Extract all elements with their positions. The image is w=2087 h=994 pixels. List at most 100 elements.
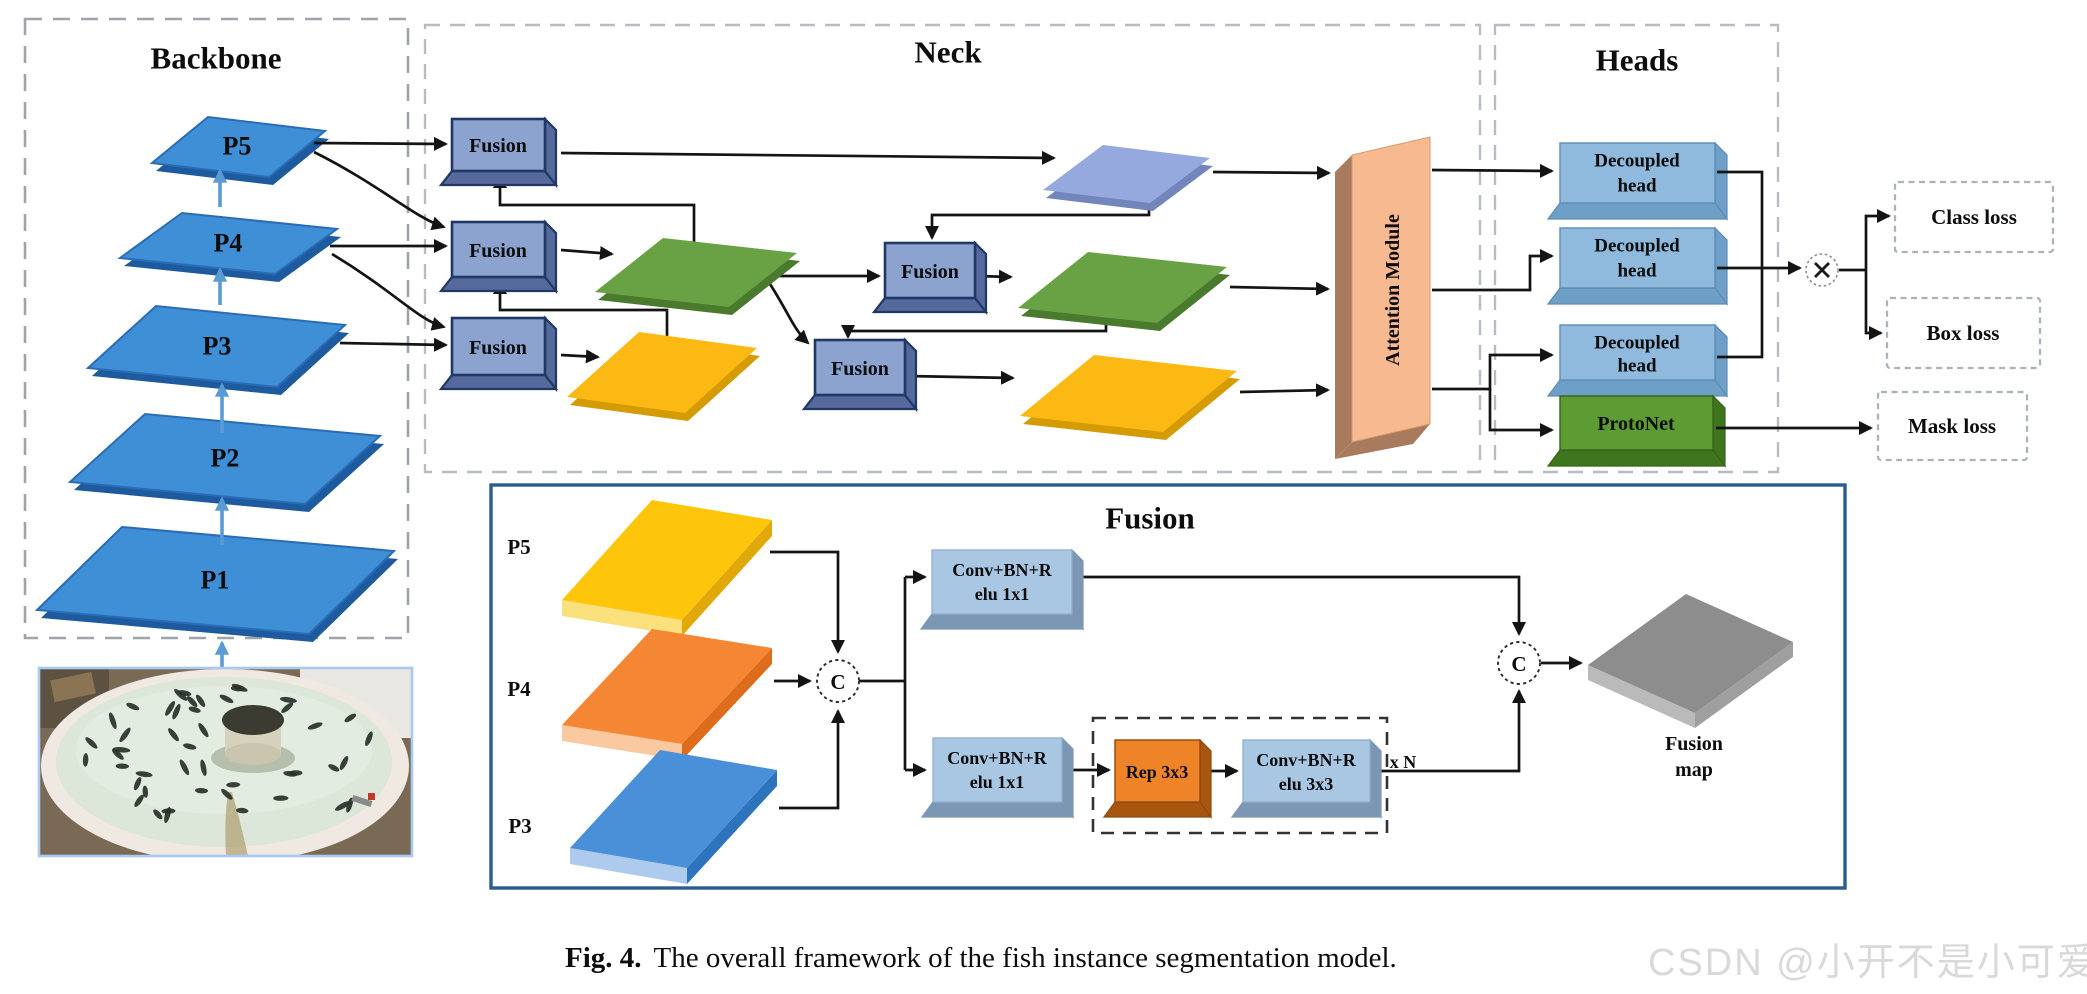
fish (119, 727, 131, 743)
fish (115, 763, 129, 769)
concat-node-1-label: C (830, 670, 845, 694)
heads-section-frame (1493, 23, 1780, 474)
sheet-blue (1043, 145, 1210, 203)
fusion-slab-p4 (562, 629, 772, 760)
fusion-box-1-front (450, 117, 547, 173)
fusion-slab-p3 (570, 750, 777, 884)
conv2-front (932, 737, 1063, 803)
fish (230, 685, 244, 692)
decoupled-head-1-front (1559, 142, 1716, 204)
arrow-fusion1-to-sheet-blue (560, 150, 1056, 165)
fusion-slab-p4-front (562, 725, 682, 760)
arrow-sheet-green2-to-attention (1229, 281, 1330, 296)
decoupled-head-1-label2: head (1617, 176, 1657, 197)
fish (273, 795, 289, 801)
fusion-panel-border (489, 483, 1847, 890)
fish (177, 690, 192, 697)
fish (236, 807, 249, 814)
fish (339, 756, 349, 770)
photo-border (37, 666, 414, 858)
fusion-box-4-right (973, 240, 988, 316)
mask-loss-box (1876, 390, 2029, 462)
figure-caption: Fig. 4.The overall framework of the fish… (565, 942, 1397, 974)
decoupled-head-2-label2: head (1617, 261, 1657, 282)
tank-valve-handle (368, 793, 375, 800)
attention-label: Attention Module (1382, 214, 1404, 366)
neck-fusion-boxes: Fusion Fusion Fusion Fusion Fusion (438, 116, 989, 413)
arrow-sheet-yellow2-to-attention (1239, 383, 1330, 398)
fish (198, 722, 209, 738)
protonet-bottom (1546, 449, 1727, 467)
protonet-front (1559, 395, 1714, 451)
fusion-map-top (1588, 594, 1793, 713)
arrow-fusion2-to-sheet-green (560, 246, 614, 261)
arrow-conv1-to-concat2 (1074, 575, 1527, 636)
conv2-right (1061, 736, 1074, 819)
backbone-label-p1: P1 (201, 566, 230, 595)
arrow-to-box-loss (1864, 270, 1883, 341)
rep-block-frame (1091, 716, 1389, 835)
arrow-sheet-green-to-fusion5-curve (768, 283, 810, 345)
sheet-green2 (1018, 252, 1227, 323)
fish (134, 794, 144, 807)
class-loss-label: Class loss (1931, 205, 2017, 229)
fusion-box-5-front (813, 338, 907, 397)
fish (82, 753, 89, 767)
neck-sheets (567, 145, 1240, 440)
fusion-box-2-front (450, 220, 547, 279)
input-fish-image (37, 666, 414, 858)
fusion-box-3-right (543, 315, 558, 393)
arrow-p3-to-fusion3 (339, 337, 448, 352)
fish (186, 696, 198, 708)
rep-front (1114, 739, 1201, 803)
protonet-box: ProtoNet (1546, 394, 1727, 468)
rep3x3-box: Rep 3x3 (1102, 738, 1213, 819)
caption-number: Fig. 4. (565, 942, 642, 974)
class-loss-box (1893, 180, 2055, 254)
fish (281, 702, 294, 713)
fusion-box-3-front (450, 316, 547, 377)
fusion-slab-p3-front (570, 848, 687, 884)
fusion-slab-p5 (562, 500, 772, 636)
rep-bottom (1102, 801, 1213, 818)
repeat-count-label: x N (1390, 752, 1417, 772)
fish (133, 776, 142, 791)
decoupled-head-2-label1: Decoupled (1594, 236, 1680, 257)
fish (179, 759, 190, 776)
decoupled-head-1: Decoupled head (1546, 141, 1729, 221)
fusion-box-1-bottom (438, 169, 559, 187)
conv1x1-bottom-box: Conv+BN+R elu 1x1 (920, 736, 1075, 819)
loss-boxes: Class loss Box loss Mask loss (1876, 180, 2055, 462)
fish (183, 743, 197, 750)
fusion-slab-p4-right (682, 648, 772, 760)
arrow-p5-to-fusion1 (313, 136, 448, 151)
mask-loss-label: Mask loss (1908, 414, 1996, 438)
neck-section-frame (423, 23, 1482, 474)
decoupled-head-2-bottom (1546, 287, 1729, 305)
fish (85, 737, 98, 749)
protonet-label: ProtoNet (1597, 413, 1675, 435)
fusion-input-label-p3: P3 (508, 814, 531, 838)
box-loss-label: Box loss (1927, 321, 2000, 345)
decoupled-head-3-label1: Decoupled (1594, 333, 1680, 354)
fusion-slab-p4-top (562, 629, 772, 744)
fusion-box-5-right (903, 337, 918, 413)
attention-bottom-face (1335, 424, 1430, 459)
fish (135, 771, 153, 778)
arrow-sheet-green-to-fusion1 (492, 174, 696, 246)
conv2-bottom (920, 801, 1075, 818)
arrow-attention-to-head3 (1432, 347, 1554, 391)
concat-node-1 (816, 659, 860, 703)
loss-connectors (1716, 170, 1891, 436)
fusion-box-3: Fusion (438, 315, 559, 393)
fish (221, 788, 233, 800)
concat-node-2 (1497, 641, 1541, 685)
conv1-front (931, 549, 1073, 615)
arrow-p3-to-concat (779, 709, 846, 810)
decoupled-head-3-bottom (1546, 379, 1729, 397)
fusion-slab-p3-right (687, 770, 777, 884)
fusion-slab-p3-top (570, 750, 777, 868)
attention-module: Attention Module (1335, 136, 1431, 459)
